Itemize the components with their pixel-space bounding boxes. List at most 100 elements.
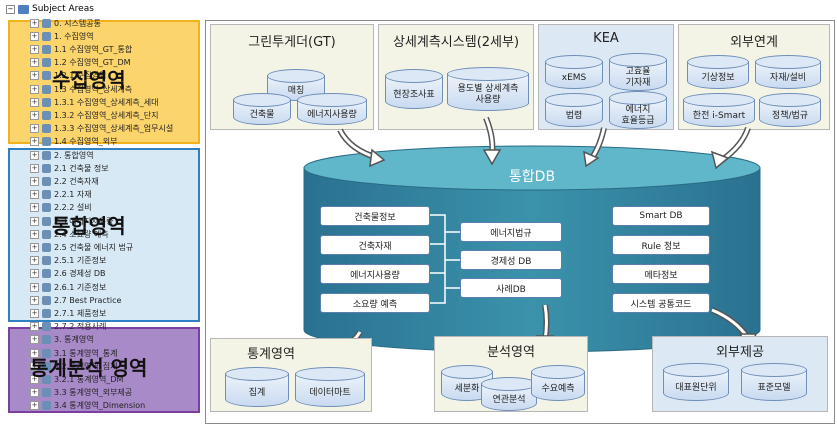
tree-root-label: Subject Areas	[32, 4, 94, 14]
cylinder-efficiency-grade: 에너지 효율등급	[609, 91, 667, 129]
subject-area-icon	[42, 176, 51, 186]
cylinder-segmentation: 세분화	[441, 365, 493, 401]
tree-item[interactable]: +2.7.1 제품정보	[30, 307, 106, 319]
expand-icon[interactable]: +	[30, 163, 39, 173]
tree-item-label: 3.3 통계영역_외부제공	[54, 388, 133, 398]
expand-icon[interactable]: +	[30, 401, 39, 411]
subject-area-icon	[42, 229, 51, 239]
expand-icon[interactable]: +	[30, 308, 39, 318]
expand-icon[interactable]: +	[30, 335, 39, 345]
cylinder-standard-model: 표준모델	[741, 363, 807, 401]
box-smart-db: Smart DB	[612, 206, 710, 226]
expand-icon[interactable]: +	[30, 203, 39, 213]
expand-icon[interactable]: +	[30, 322, 39, 332]
external-provide-title: 외부제공	[716, 345, 764, 360]
expand-icon[interactable]: +	[30, 71, 39, 81]
tree-item[interactable]: +3.3 통계영역_외부제공	[30, 387, 132, 399]
subject-area-icon	[42, 110, 51, 120]
tree-item[interactable]: +1.3.2 수집영역_상세계측_단지	[30, 109, 159, 121]
box-building-materials: 건축자재	[320, 235, 430, 255]
expand-icon[interactable]: +	[30, 242, 39, 252]
tree-root[interactable]: − Subject Areas	[6, 4, 94, 14]
expand-icon[interactable]: +	[30, 282, 39, 292]
subject-area-icon	[42, 269, 51, 279]
tree-item-label: 2.5.1 기준정보	[54, 256, 107, 266]
tree-item[interactable]: +1.2.1 수집영역	[30, 70, 106, 82]
tree-item[interactable]: +1. 수집영역	[30, 30, 94, 42]
expand-icon[interactable]: +	[30, 190, 39, 200]
expand-icon[interactable]: +	[30, 348, 39, 358]
expand-icon[interactable]: +	[30, 31, 39, 41]
tree-item-label: 1. 수집영역	[54, 31, 94, 41]
subject-area-icon	[42, 401, 51, 411]
tree-item-label: 2.6.1 기준정보	[54, 282, 107, 292]
subject-area-icon	[42, 295, 51, 305]
tree-item[interactable]: +2.2.2 설비	[30, 202, 92, 214]
tree-item[interactable]: +3.2.1 통계영역_DM	[30, 373, 123, 385]
tree-item[interactable]: +3.4 통계영역_Dimension	[30, 400, 145, 412]
tree-item[interactable]: +1.2 수집영역_GT_DM	[30, 57, 131, 69]
expand-icon[interactable]: +	[30, 84, 39, 94]
expand-icon[interactable]: +	[30, 150, 39, 160]
expand-icon[interactable]: +	[30, 97, 39, 107]
expand-icon[interactable]: +	[30, 137, 39, 147]
tree-item[interactable]: +2.4 소요량 예측	[30, 228, 109, 240]
expand-icon[interactable]: +	[30, 44, 39, 54]
tree-item[interactable]: +2.1 건축물 정보	[30, 162, 109, 174]
expand-icon[interactable]: +	[30, 124, 39, 134]
tree-item[interactable]: +2. 통합영역	[30, 149, 94, 161]
expand-icon[interactable]: +	[30, 110, 39, 120]
tree-item[interactable]: +0. 시스템공통	[30, 17, 101, 29]
collapse-icon[interactable]: −	[6, 4, 15, 14]
expand-icon[interactable]: +	[30, 229, 39, 239]
tree-item[interactable]: +2.5.1 기준정보	[30, 255, 106, 267]
tree-item[interactable]: +2.6 경제성 DB	[30, 268, 106, 280]
expand-icon[interactable]: +	[30, 256, 39, 266]
tree-item-label: 2.5 건축물 에너지 법규	[54, 242, 134, 252]
tree-item[interactable]: +1.4 수집영역_외부	[30, 136, 117, 148]
tree-item-label: 2.1 건축물 정보	[54, 163, 109, 173]
tree-item[interactable]: +2.7 Best Practice	[30, 294, 121, 306]
tree-item[interactable]: +2.2 건축자재	[30, 175, 99, 187]
expand-icon[interactable]: +	[30, 176, 39, 186]
expand-icon[interactable]: +	[30, 295, 39, 305]
tree-item-label: 1.3.1 수집영역_상세계측_세대	[54, 97, 159, 107]
subject-area-icon	[42, 58, 51, 68]
expand-icon[interactable]: +	[30, 388, 39, 398]
tree-item[interactable]: +2.2.1 자재	[30, 189, 92, 201]
subject-area-icon	[42, 256, 51, 266]
tree-item[interactable]: +3.1 통계영역_통계	[30, 347, 117, 359]
expand-icon[interactable]: +	[30, 58, 39, 68]
tree-item[interactable]: +1.3.1 수집영역_상세계측_세대	[30, 96, 159, 108]
expand-icon[interactable]: +	[30, 374, 39, 384]
tree-item[interactable]: +2.7.2 적용사례	[30, 321, 106, 333]
expand-icon[interactable]: +	[30, 269, 39, 279]
subject-area-icon	[42, 31, 51, 41]
expand-icon[interactable]: +	[30, 216, 39, 226]
subject-area-icon	[42, 335, 51, 345]
tree-item[interactable]: +1.3 수집영역_상세계측	[30, 83, 132, 95]
expand-icon[interactable]: +	[30, 18, 39, 28]
analysis-panel: 분석영역 세분화 연관분석 수요예측	[434, 336, 588, 412]
detail-metering-title: 상세계측시스템(2세부)	[392, 35, 520, 50]
tree-item[interactable]: +3.2 통계영역_집계	[30, 360, 117, 372]
tree-item[interactable]: +1.3.3 수집영역_상세계측_업무시설	[30, 123, 173, 135]
tree-item[interactable]: +1.1 수집영역_GT_통합	[30, 43, 132, 55]
subject-area-icon	[42, 308, 51, 318]
cylinder-aggregate: 집계	[225, 367, 289, 407]
folder-icon	[18, 4, 29, 14]
tree-item[interactable]: +2.6.1 기준정보	[30, 281, 106, 293]
tree-item-label: 1.2.1 수집영역	[54, 71, 107, 81]
tree-item[interactable]: +2.5 건축물 에너지 법규	[30, 241, 133, 253]
expand-icon[interactable]: +	[30, 361, 39, 371]
tree-item[interactable]: +2.3 에너지사용량	[30, 215, 113, 227]
subject-area-icon	[42, 374, 51, 384]
box-case-db: 사례DB	[460, 278, 562, 298]
tree-item-label: 2.3 에너지사용량	[54, 216, 114, 226]
subject-area-icon	[42, 124, 51, 134]
kea-panel: KEA xEMS 고효율 기자재 법령 에너지 효율등급	[538, 24, 674, 130]
tree-item-label: 3.2.1 통계영역_DM	[54, 374, 124, 384]
tree-item[interactable]: +3. 통계영역	[30, 334, 94, 346]
cylinder-energy-usage: 에너지사용량	[297, 93, 367, 125]
tree-item-label: 1.1 수집영역_GT_통합	[54, 44, 133, 54]
